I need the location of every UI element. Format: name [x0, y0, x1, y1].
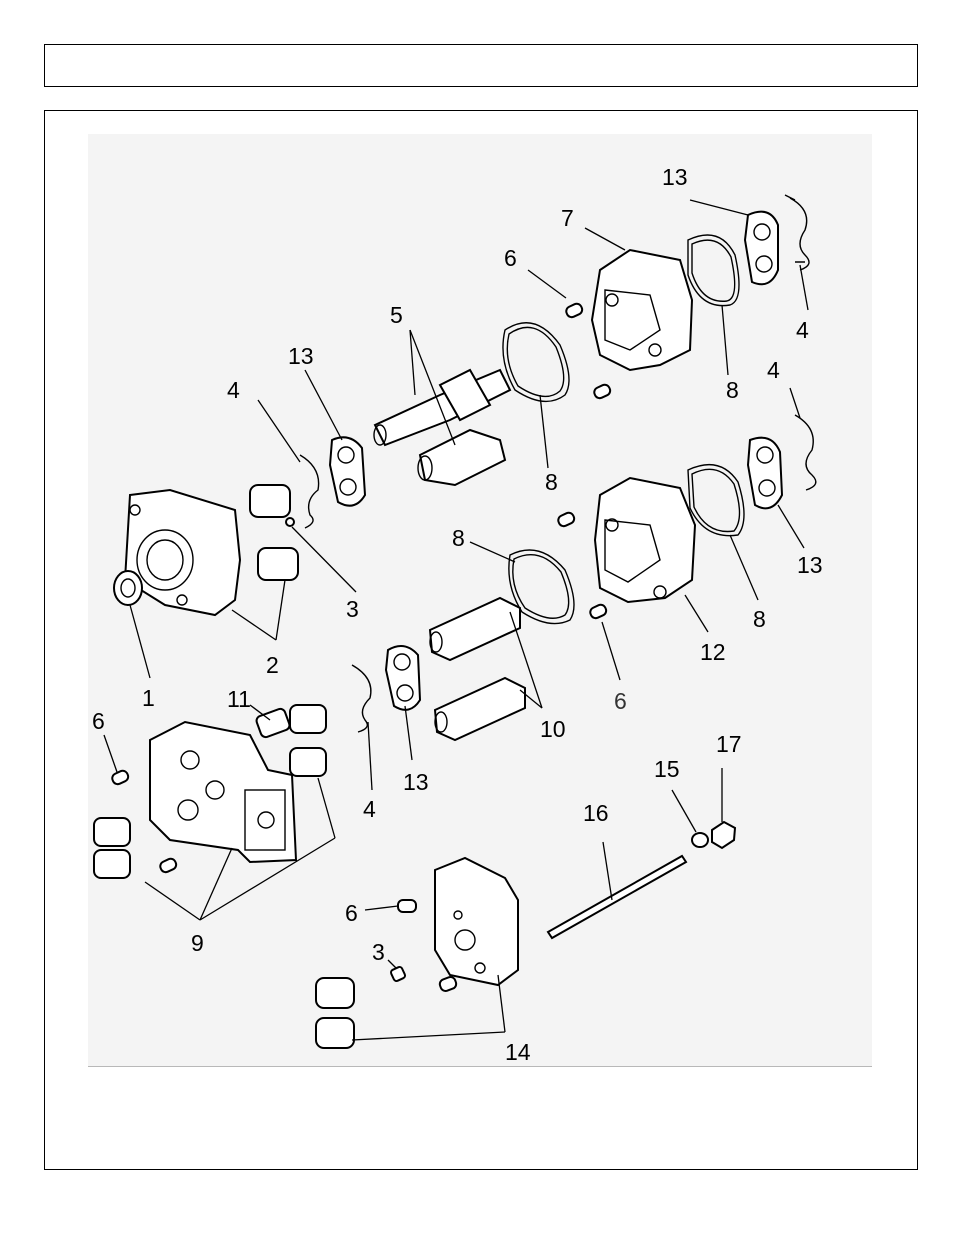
- callout-1: 1: [142, 685, 155, 711]
- callout-4-top-right: 4: [796, 317, 809, 343]
- port-end-cover-9: [149, 720, 298, 864]
- mounting-flange-housing: [123, 488, 242, 617]
- callout-12: 12: [700, 639, 726, 665]
- wear-plate-13d: [384, 645, 422, 711]
- seal-ring-8d: [687, 463, 745, 537]
- seal-clip-4d: [351, 664, 372, 733]
- callout-8-right: 8: [753, 606, 766, 632]
- callout-3-upper: 3: [346, 596, 359, 622]
- dowel-pin-6d: [397, 899, 458, 992]
- callout-13-left: 13: [288, 343, 314, 369]
- callout-9: 9: [191, 930, 204, 956]
- dowel-pin-6b: [557, 511, 608, 620]
- callout-5: 5: [390, 302, 403, 328]
- check-ball-3: [285, 517, 295, 527]
- nut-17: [711, 820, 737, 850]
- content-frame: [44, 110, 918, 1170]
- check-valve-3: [390, 966, 406, 982]
- callout-8-lower: 8: [452, 525, 465, 551]
- callout-8-middle: 8: [545, 469, 558, 495]
- callout-4-left: 4: [227, 377, 240, 403]
- callout-10: 10: [540, 716, 566, 742]
- seal-clip-4b: [299, 454, 320, 529]
- rear-housing-7: [590, 248, 694, 372]
- shaft-seal-1: [113, 570, 143, 606]
- seal-clip-4a: [784, 194, 810, 271]
- callout-11: 11: [227, 686, 251, 712]
- dowel-pin-6c: [111, 769, 178, 874]
- callout-15: 15: [654, 756, 680, 782]
- washer-15: [691, 832, 709, 848]
- seal-ring-8a: [687, 234, 740, 307]
- callout-6-left: 6: [92, 708, 105, 734]
- gear-housing-12: [593, 476, 697, 604]
- bushings-14: [315, 977, 355, 1049]
- callout-6-bottom: 6: [345, 900, 358, 926]
- callout-17: 17: [716, 731, 742, 757]
- callout-8-top: 8: [726, 377, 739, 403]
- figure-divider: [88, 1066, 872, 1067]
- wear-plate-13c: [746, 436, 784, 510]
- callout-14: 14: [505, 1039, 531, 1065]
- callout-13-top: 13: [662, 164, 688, 190]
- callout-2: 2: [266, 652, 279, 678]
- bushings-9: [93, 704, 327, 879]
- callout-labels: 13 7 6 4 5 13 4 4 8 8 8 13 3 8 2 12 6 1 …: [92, 164, 823, 1065]
- end-cover-14: [434, 856, 519, 987]
- tie-bolt-16: [546, 854, 688, 940]
- callout-4-bottom: 4: [363, 796, 376, 822]
- callout-13-bottom: 13: [403, 769, 429, 795]
- seal-ring-8c: [508, 549, 575, 625]
- callout-3-lower: 3: [372, 939, 385, 965]
- callout-4-right: 4: [767, 357, 780, 383]
- seal-ring-8b: [502, 322, 570, 403]
- gears-10: [428, 596, 526, 742]
- callout-13-right: 13: [797, 552, 823, 578]
- bushings-2: [249, 484, 299, 581]
- dowel-pin-6a: [565, 302, 612, 400]
- driven-gear-5: [417, 428, 507, 487]
- seal-clip-4c: [794, 414, 817, 491]
- leader-lines: [103, 199, 809, 1041]
- header-frame: [44, 44, 918, 87]
- wear-plate-13b: [328, 436, 367, 507]
- callout-6-top: 6: [504, 245, 517, 271]
- wear-plate-13a: [743, 210, 779, 286]
- callout-6-middle: 6: [614, 688, 627, 714]
- callout-7: 7: [561, 205, 574, 231]
- drive-gear-shaft-5: [373, 368, 512, 447]
- callout-16: 16: [583, 800, 609, 826]
